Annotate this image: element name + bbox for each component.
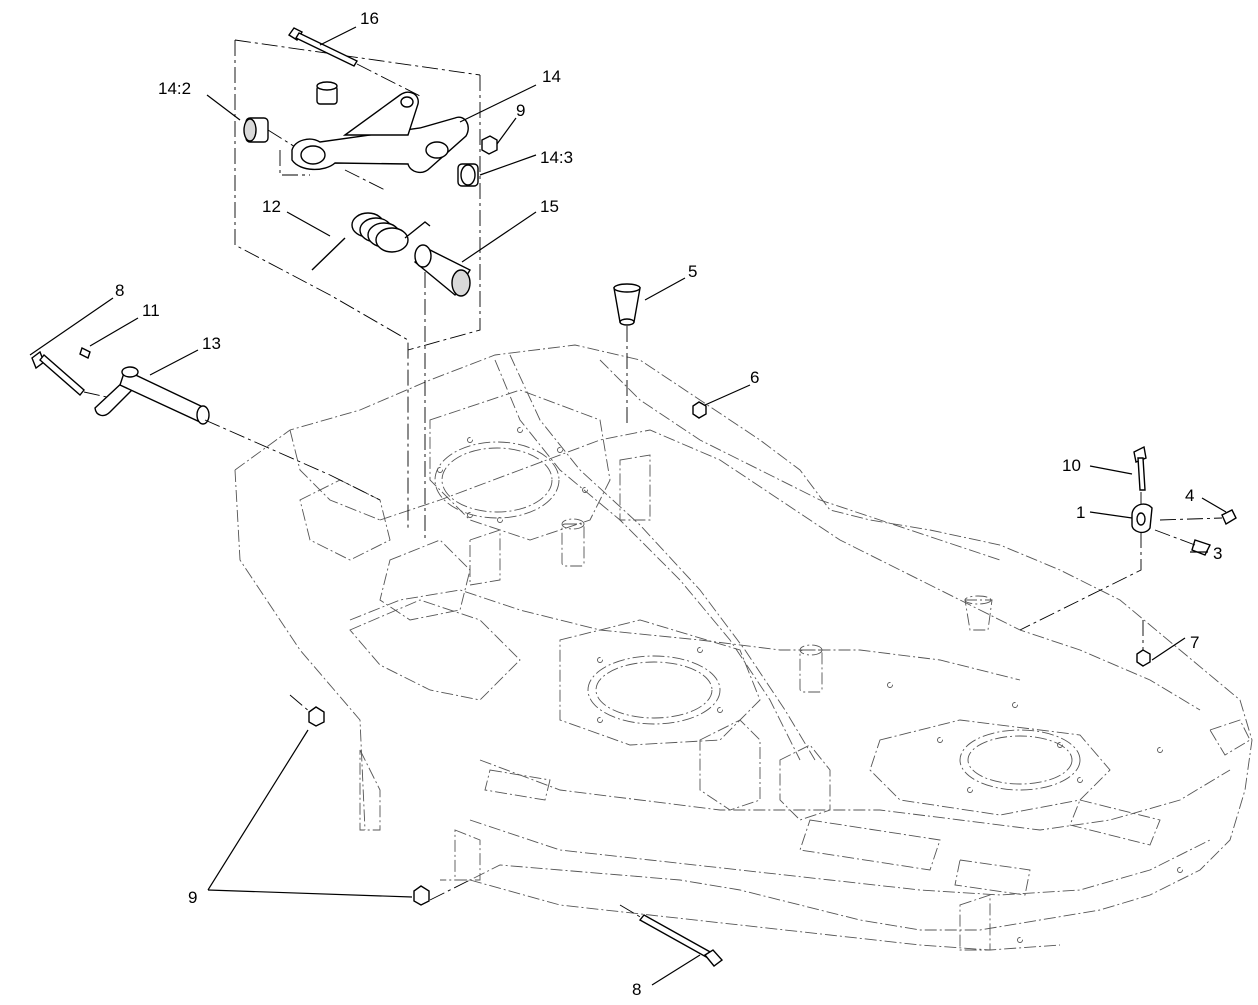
pin-10 (1133, 445, 1147, 505)
callout-16: 16 (360, 9, 379, 28)
exploded-view-frame (234, 39, 481, 540)
deck-holes (437, 427, 1183, 943)
callout-9-bottom: 9 (188, 888, 197, 907)
bolt-8-bottom (619, 904, 724, 967)
callout-1: 1 (1076, 503, 1085, 522)
callout-14-3: 14:3 (540, 148, 573, 167)
callout-5: 5 (688, 262, 697, 281)
nut-7 (1136, 620, 1151, 667)
callout-8-bottom: 8 (632, 980, 641, 999)
nut-9-top (481, 135, 498, 155)
pivot-bolt-8-left (31, 350, 121, 401)
callout-14: 14 (542, 67, 561, 86)
callout-9-top: 9 (516, 101, 525, 120)
bushing-14-3 (457, 163, 479, 187)
callout-13: 13 (202, 334, 221, 353)
bushing-14-2 (243, 117, 301, 151)
callout-6: 6 (750, 368, 759, 387)
mower-deck-phantom (234, 344, 1253, 951)
nut-9-lower-left (289, 694, 325, 727)
link-arm-14 (291, 91, 469, 174)
bracket-1 (1019, 503, 1153, 631)
cone-5 (613, 283, 641, 425)
callout-labels: 16 14:2 14 9 14:3 12 15 5 8 11 13 6 10 4… (115, 9, 1222, 999)
nut-9-lower-front (413, 879, 471, 906)
grease-fitting-11 (79, 347, 91, 359)
pivot-arm-13 (94, 366, 381, 501)
callout-7: 7 (1190, 633, 1199, 652)
callout-15: 15 (540, 197, 559, 216)
clip-4 (1159, 509, 1237, 526)
callout-3: 3 (1213, 544, 1222, 563)
nut-6 (692, 401, 707, 419)
callout-4: 4 (1185, 486, 1194, 505)
callout-11: 11 (142, 301, 160, 320)
callout-12: 12 (262, 197, 281, 216)
callout-10: 10 (1062, 456, 1081, 475)
spacer-15 (413, 244, 471, 297)
leader-lines (29, 26, 1227, 986)
spring-12 (311, 212, 431, 271)
callout-14-2: 14:2 (158, 79, 191, 98)
bolt-16 (287, 27, 421, 97)
bushing-top (316, 81, 338, 105)
pin-3 (1154, 529, 1211, 556)
callout-8-left: 8 (115, 281, 124, 300)
